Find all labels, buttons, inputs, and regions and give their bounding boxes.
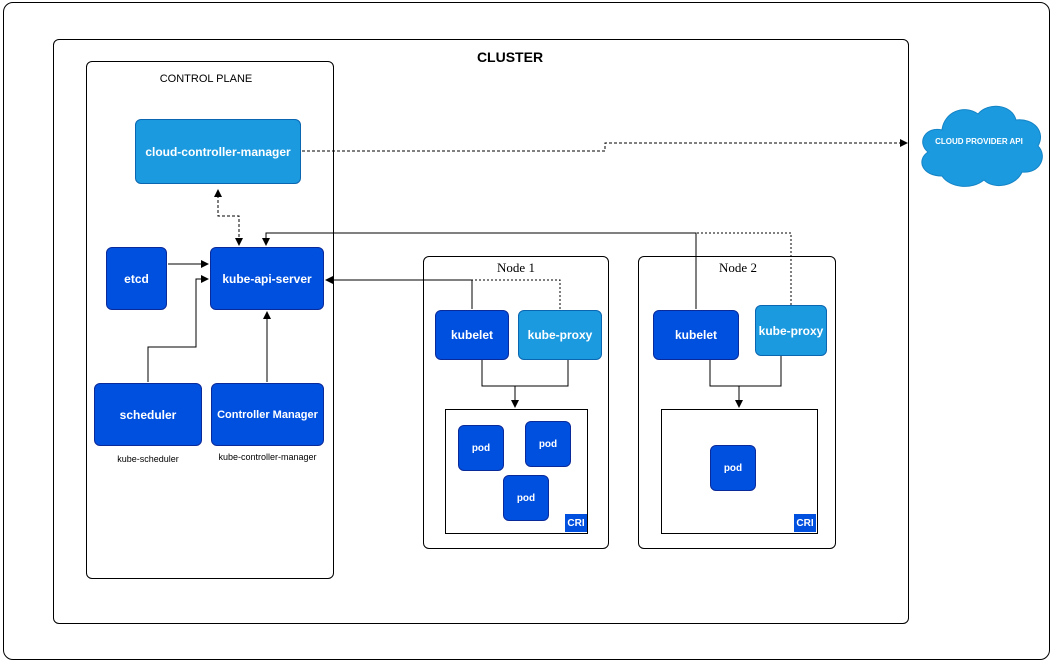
cloud-provider-icon[interactable] (912, 98, 1050, 194)
node-2-kubelet-box[interactable]: kubelet (653, 310, 739, 360)
node-1-pod-1[interactable]: pod (458, 425, 504, 471)
wire-node1-proxy-runtime (515, 360, 569, 387)
wire-ccm-api (214, 189, 243, 246)
wire-node2-kubelet-api (262, 232, 697, 309)
etcd-box[interactable]: etcd (106, 247, 167, 310)
wire-node2-kubelet-runtime (709, 360, 743, 408)
cloud-controller-manager-box[interactable]: cloud-controller-manager (135, 119, 301, 184)
wire-node2-proxy-runtime (739, 356, 782, 387)
wire-node2-proxy-api (696, 232, 792, 305)
kube-api-server-box[interactable]: kube-api-server (210, 247, 324, 310)
node-1-kube-proxy-box[interactable]: kube-proxy (518, 310, 602, 360)
controller-manager-box[interactable]: Controller Manager (211, 383, 324, 446)
node-2-kube-proxy-box[interactable]: kube-proxy (755, 305, 827, 356)
node-1-kubelet-box[interactable]: kubelet (435, 310, 509, 360)
controller-manager-caption: kube-controller-manager (218, 452, 317, 462)
node-1-title: Node 1 (497, 260, 535, 275)
node-2-title: Node 2 (719, 260, 757, 275)
node-2-runtime-frame (661, 409, 818, 534)
node-1-pod-3[interactable]: pod (503, 475, 549, 521)
node-1-cri-label: CRI (565, 514, 587, 532)
wire-ccm-cloud (302, 139, 908, 152)
node-2-pod-1[interactable]: pod (710, 445, 756, 491)
wire-node1-kubelet-runtime (481, 360, 519, 408)
wire-node1-kubelet-api (325, 276, 473, 309)
scheduler-box[interactable]: scheduler (94, 383, 202, 446)
wire-node1-proxy-api (472, 279, 561, 309)
scheduler-caption: kube-scheduler (117, 454, 179, 464)
control-plane-title: CONTROL PLANE (159, 73, 253, 85)
cloud-provider-label: CLOUD PROVIDER API (935, 137, 1023, 146)
wire-scheduler-api (147, 275, 209, 382)
node-1-pod-2[interactable]: pod (525, 421, 571, 467)
cluster-title: CLUSTER (476, 49, 544, 65)
node-2-cri-label: CRI (794, 514, 816, 532)
